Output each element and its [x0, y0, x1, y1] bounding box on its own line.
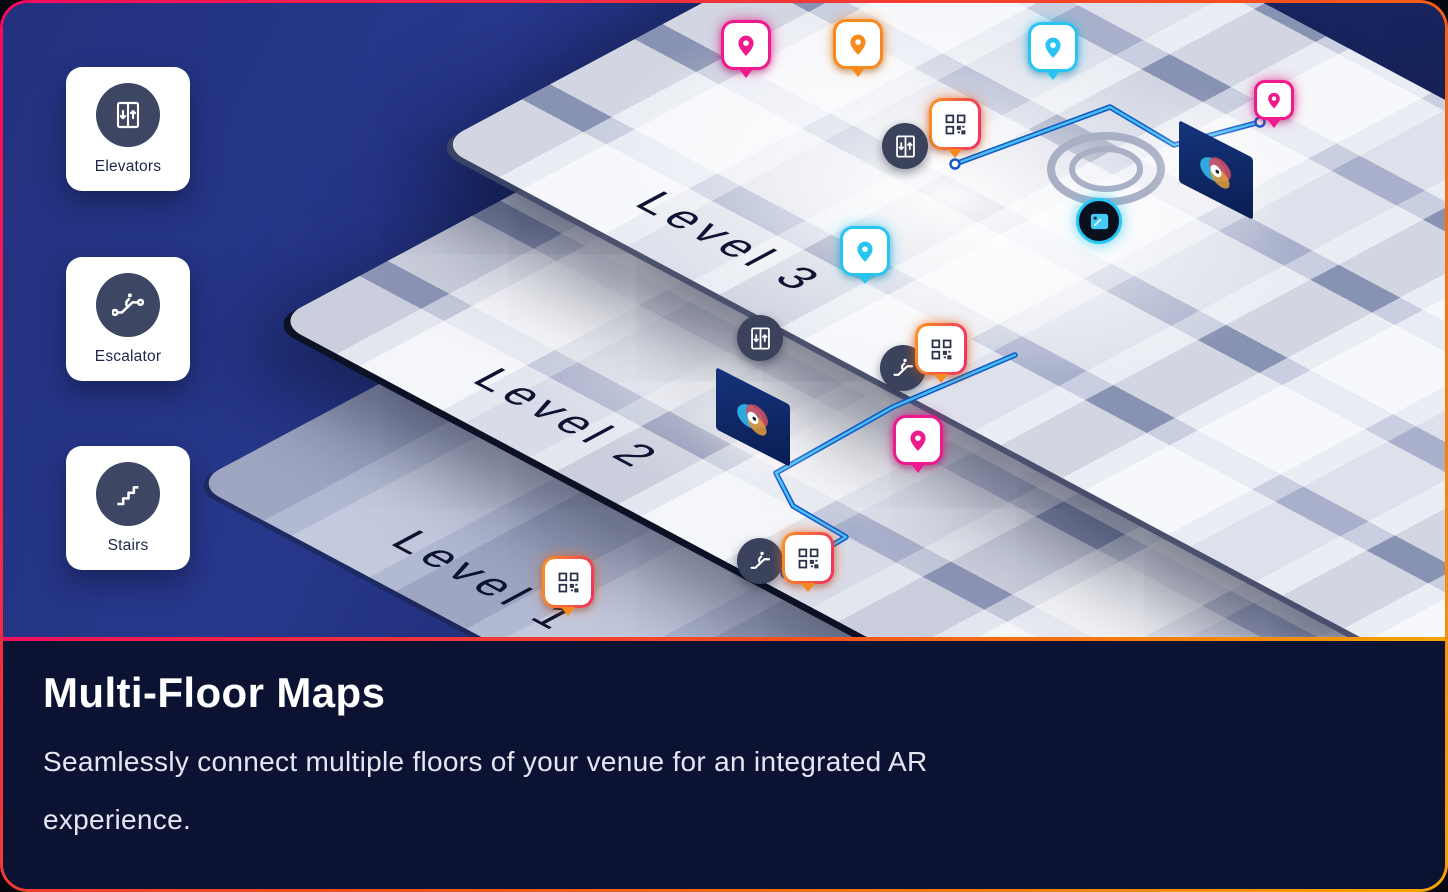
multi-floor-map: Level 1 Level 2 Level 3 Elevators: [3, 3, 1445, 637]
location-pin-icon: [910, 430, 926, 451]
magenta-pin-marker[interactable]: [1254, 80, 1294, 128]
legend-label-elevators: Elevators: [94, 157, 162, 175]
qr-code-icon: [798, 548, 818, 568]
page-title: Multi-Floor Maps: [43, 669, 386, 716]
escalator-marker[interactable]: [737, 538, 783, 584]
ar-logo-icon: [737, 404, 768, 436]
magenta-pin-marker[interactable]: [893, 415, 943, 473]
location-pin-icon: [1045, 37, 1061, 58]
feature-card: Level 1 Level 2 Level 3 Elevators: [3, 3, 1445, 889]
legend-item-elevators[interactable]: Elevators: [66, 67, 190, 191]
cyan-pin-marker[interactable]: [1028, 22, 1078, 80]
caption-panel: Multi-Floor Maps Seamlessly connect mult…: [3, 641, 1445, 889]
qr-marker[interactable]: [929, 98, 981, 158]
escalator-icon: [749, 551, 770, 569]
billboard-marker[interactable]: [716, 367, 790, 467]
section-divider: [3, 637, 1445, 641]
qr-code-icon: [945, 114, 965, 134]
legend-item-escalator[interactable]: Escalator: [66, 257, 190, 381]
qr-marker[interactable]: [915, 323, 967, 383]
elevator-marker[interactable]: [737, 315, 783, 361]
legend-label-escalator: Escalator: [94, 347, 162, 365]
qr-code-icon: [931, 339, 951, 359]
location-pin-icon: [850, 34, 866, 55]
legend-item-stairs[interactable]: Stairs: [66, 446, 190, 570]
elevator-icon: [96, 82, 160, 147]
elevator-marker[interactable]: [882, 123, 928, 169]
magenta-pin-marker[interactable]: [721, 20, 771, 78]
orange-pin-marker[interactable]: [833, 19, 883, 77]
location-pin-icon: [738, 35, 754, 56]
qr-marker[interactable]: [782, 532, 834, 592]
scanner-screen-icon: [1090, 213, 1108, 229]
location-pin-icon: [857, 241, 873, 262]
qr-marker[interactable]: [542, 556, 594, 616]
escalator-icon: [96, 272, 160, 337]
elevator-icon: [895, 134, 915, 158]
ar-logo-icon: [1200, 157, 1231, 189]
stairs-icon: [96, 461, 160, 526]
qr-code-icon: [558, 572, 578, 592]
page-description: Seamlessly connect multiple floors of yo…: [43, 746, 928, 835]
elevator-icon: [750, 326, 770, 350]
scanner-marker[interactable]: [1076, 198, 1122, 244]
legend-label-stairs: Stairs: [107, 536, 149, 554]
location-pin-icon: [1268, 92, 1280, 109]
billboard-marker[interactable]: [1179, 120, 1253, 220]
escalator-icon: [892, 358, 913, 376]
cyan-pin-marker[interactable]: [840, 226, 890, 284]
